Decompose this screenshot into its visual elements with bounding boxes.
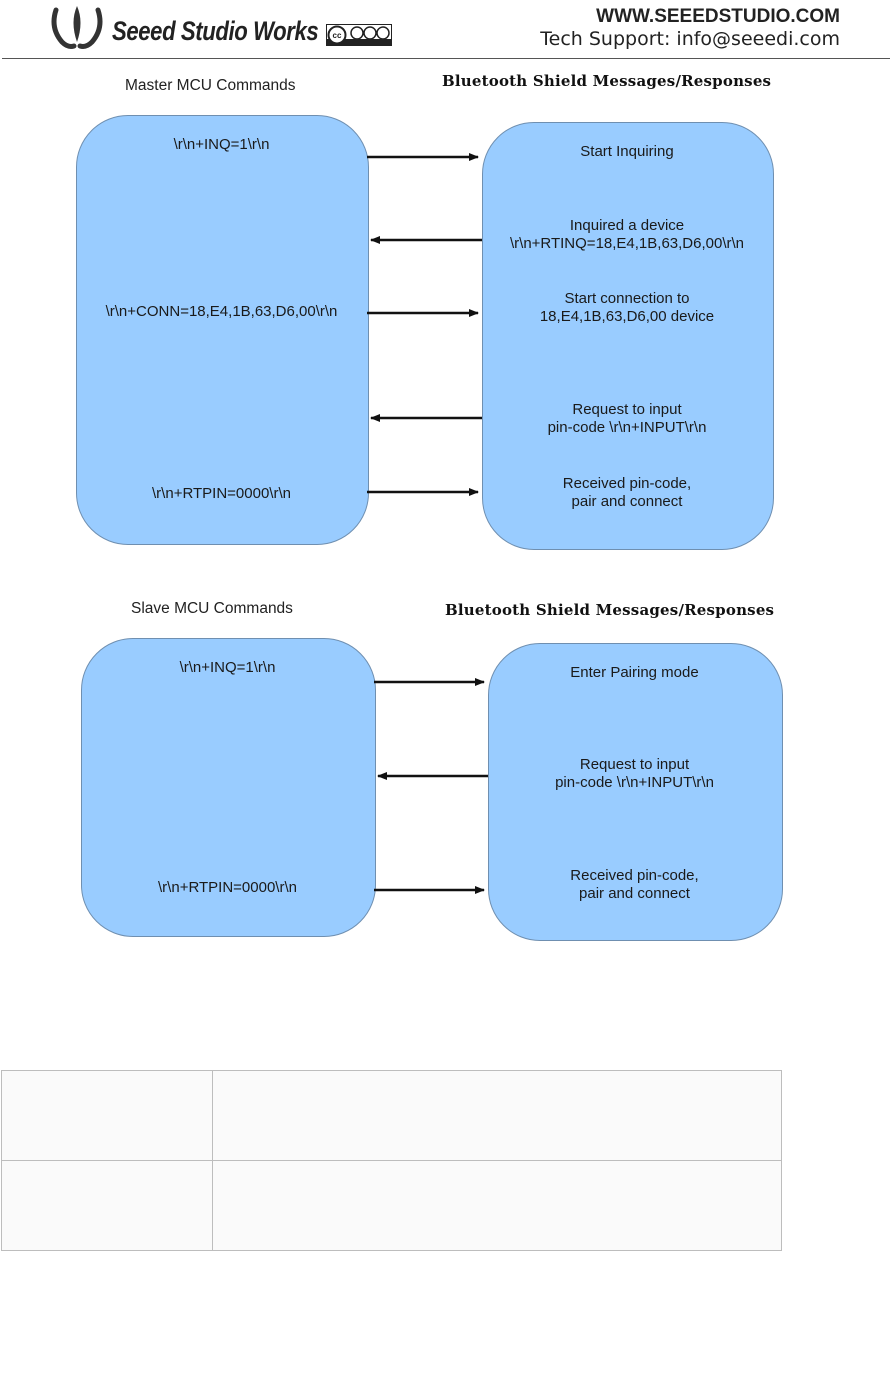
slave-left-label-2: \r\n+RTPIN=0000\r\n — [158, 879, 297, 896]
master-left-label-1: \r\n+INQ=1\r\n — [173, 136, 270, 153]
table-cell — [212, 1160, 782, 1251]
slave-right-title: Bluetooth Shield Messages/Responses — [445, 601, 775, 619]
brand-name: Seeed Studio Works — [112, 16, 319, 46]
cc-by-nc-sa-badge-icon: cc — [326, 24, 392, 46]
master-right-title: Bluetooth Shield Messages/Responses — [442, 72, 772, 90]
slave-left-title: Slave MCU Commands — [131, 600, 293, 617]
tech-support: Tech Support: info@seeedi.com — [540, 28, 840, 50]
slave-right-label-3: Received pin-code,pair and connect — [570, 867, 699, 902]
table-row — [1, 1070, 782, 1161]
master-right-label-1: Start Inquiring — [580, 143, 674, 160]
master-left-label-3: \r\n+RTPIN=0000\r\n — [152, 485, 291, 502]
header-divider — [2, 58, 890, 59]
master-left-title: Master MCU Commands — [125, 77, 296, 94]
master-right-label-2: Inquired a device\r\n+RTINQ=18,E4,1B,63,… — [509, 217, 745, 252]
table-row — [1, 1160, 782, 1251]
slave-mcu-box — [81, 638, 376, 937]
table-cell — [1, 1160, 213, 1251]
empty-table — [1, 1070, 782, 1251]
seeed-logo-icon — [51, 6, 103, 49]
table-cell — [212, 1070, 782, 1161]
slave-left-label-1: \r\n+INQ=1\r\n — [179, 659, 276, 676]
site-url: WWW.SEEEDSTUDIO.COM — [596, 6, 840, 27]
slave-right-label-1: Enter Pairing mode — [570, 664, 699, 681]
master-mcu-box — [76, 115, 369, 545]
master-right-label-5: Received pin-code,pair and connect — [562, 475, 692, 510]
master-left-label-2: \r\n+CONN=18,E4,1B,63,D6,00\r\n — [105, 303, 338, 320]
svg-text:cc: cc — [333, 31, 342, 40]
slave-shield-box — [488, 643, 783, 941]
master-shield-box — [482, 122, 774, 550]
table-cell — [1, 1070, 213, 1161]
